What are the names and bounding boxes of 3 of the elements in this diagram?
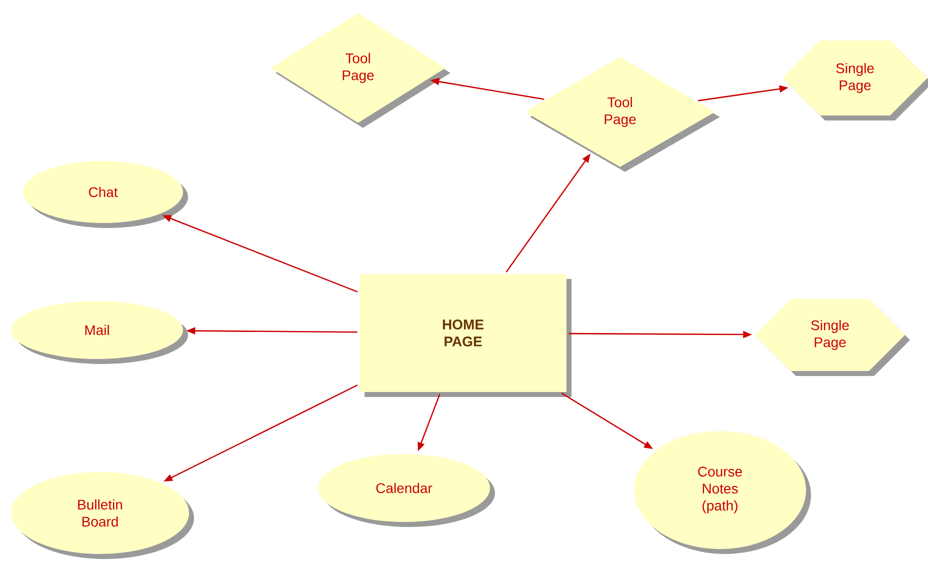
page-hexagon: Single Page <box>782 40 928 120</box>
home-page-box: HOME PAGE <box>360 274 572 397</box>
page-hexagon: Single Page <box>755 299 910 376</box>
